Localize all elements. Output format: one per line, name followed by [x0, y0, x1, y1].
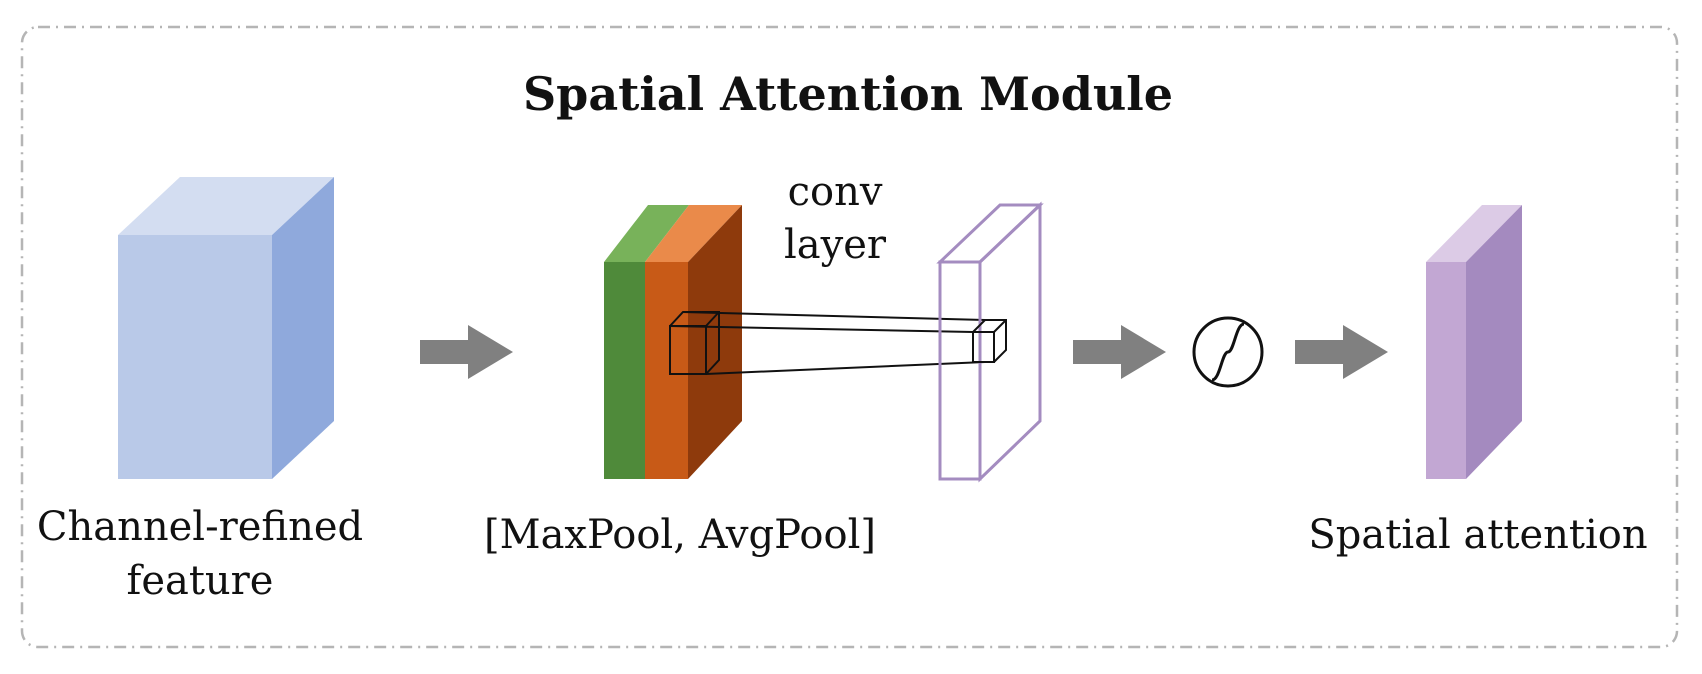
conv-label-line1: conv [788, 169, 883, 215]
pool-label: [MaxPool, AvgPool] [484, 512, 876, 558]
conv-label-line2: layer [784, 222, 887, 268]
sigmoid-icon [1192, 316, 1264, 388]
output-block-front [1426, 262, 1466, 479]
conv-output-plane [936, 201, 1044, 483]
module-frame [20, 25, 1679, 649]
input-block-side [272, 177, 334, 479]
output-label: Spatial attention [1308, 512, 1647, 558]
spatial-attention-block [1426, 205, 1522, 479]
maxpool-top [604, 205, 689, 262]
diagram-title: Spatial Attention Module [523, 67, 1173, 121]
channel-refined-feature-block [118, 177, 334, 479]
avgpool-slice [645, 262, 688, 479]
output-block-side [1466, 205, 1522, 479]
input-block-front [118, 235, 272, 479]
right-arrow-icon [1295, 325, 1388, 379]
avgpool-side [688, 205, 742, 479]
input-label-line2: feature [127, 558, 274, 604]
input-block-top [118, 177, 334, 235]
right-arrow-icon [420, 325, 513, 379]
target-cube [972, 319, 1007, 363]
right-arrow-icon [1073, 325, 1166, 379]
output-block-top [1426, 205, 1522, 262]
avgpool-top [645, 205, 742, 262]
maxpool-slice [604, 262, 645, 479]
input-label-line1: Channel-refined [37, 504, 363, 550]
pooled-feature-block [604, 205, 742, 479]
